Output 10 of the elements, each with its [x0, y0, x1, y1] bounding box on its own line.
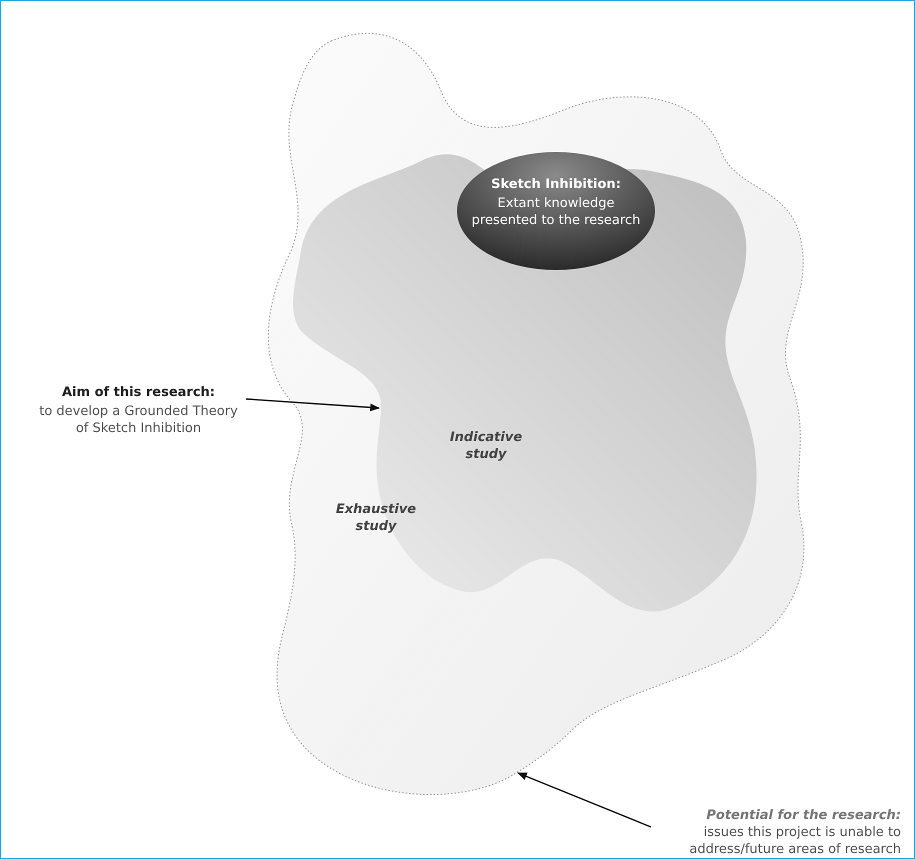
ellipse-text: Extant knowledge presented to the research [471, 195, 641, 229]
region-label: Indicative study [448, 429, 524, 463]
ellipse-heading: Sketch Inhibition: [490, 176, 622, 193]
callout-heading: Aim of this research: [60, 384, 216, 401]
callout-heading: Potential for the research: [705, 807, 901, 824]
callout-text: issues this project is unable to address/future areas of research [688, 824, 901, 858]
region-label: Exhaustive study [334, 501, 418, 535]
arrow [517, 772, 652, 828]
callout-text: to develop a Grounded Theory of Sketch Inhibition [38, 403, 239, 437]
arrow [246, 398, 380, 412]
